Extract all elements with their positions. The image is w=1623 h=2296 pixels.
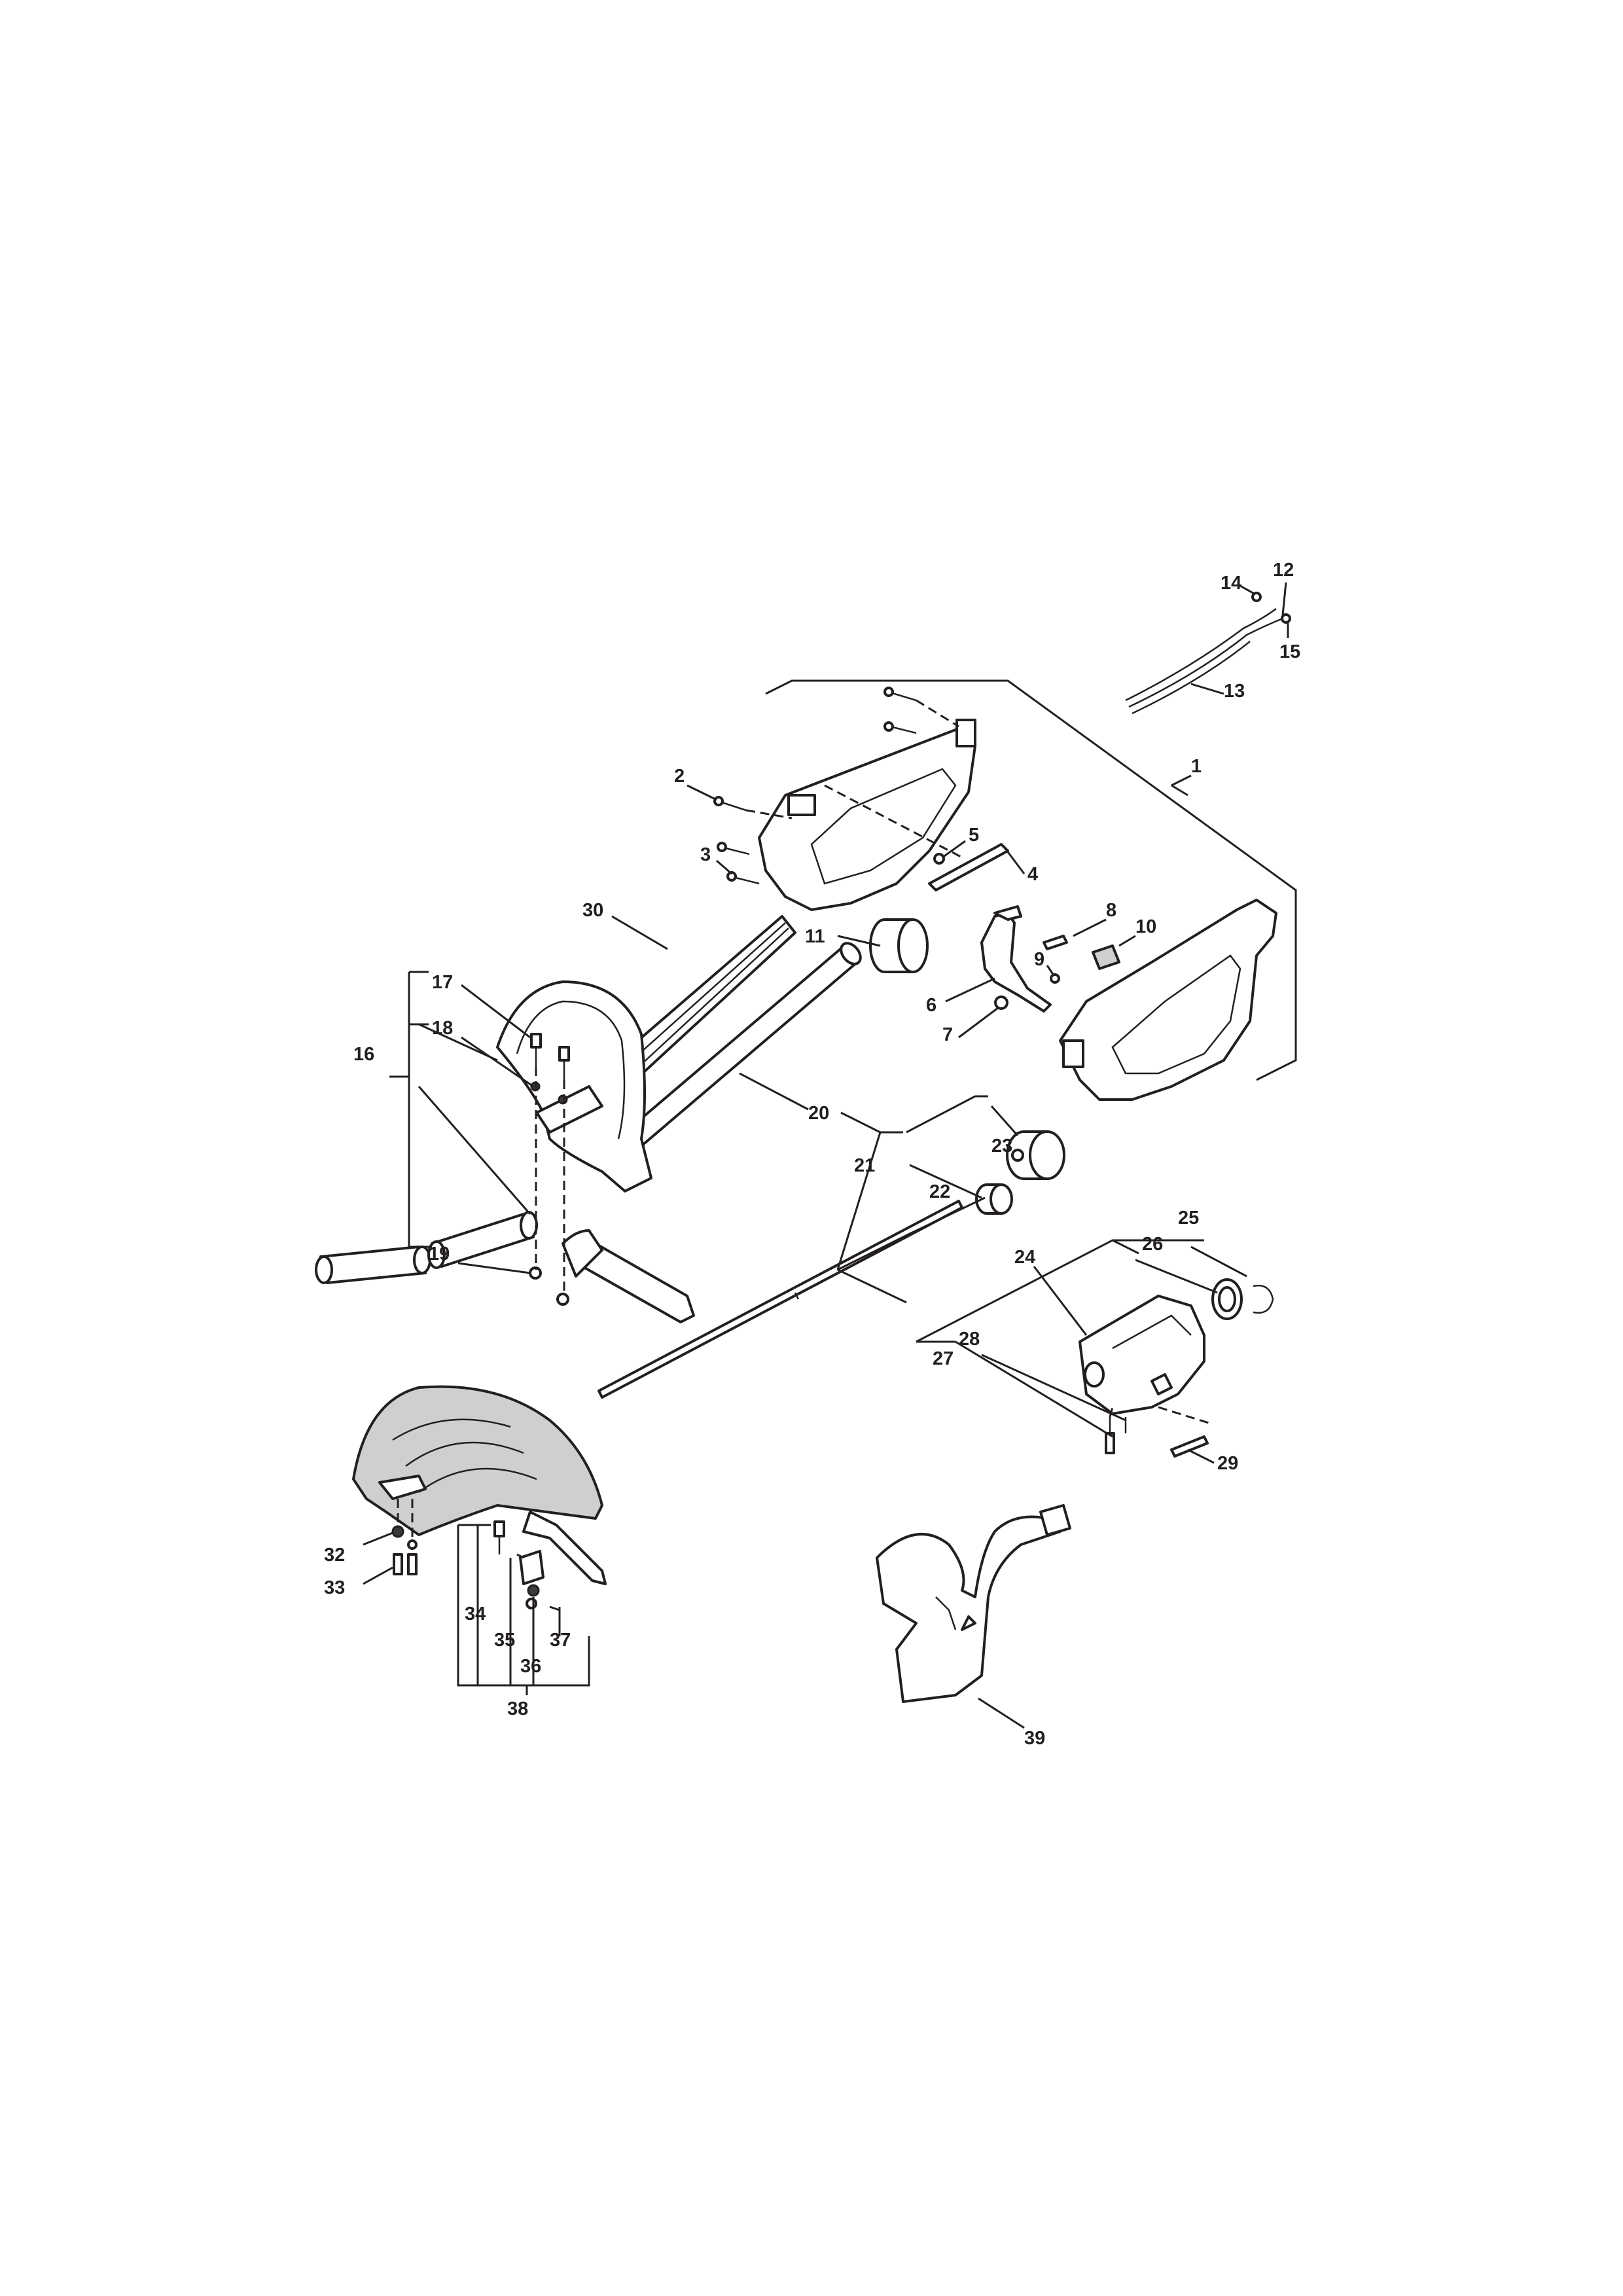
switch-parts — [1043, 935, 1120, 984]
callout-14: 14 — [1221, 573, 1241, 594]
callout-15: 15 — [1279, 641, 1300, 662]
callout-11: 11 — [805, 926, 825, 947]
gear-head-screws — [1105, 1406, 1211, 1458]
rod-and-pin — [928, 843, 1009, 891]
leader-lines — [363, 582, 1289, 1729]
callout-36: 36 — [520, 1656, 541, 1677]
callout-6: 6 — [926, 995, 936, 1016]
drive-tube — [601, 942, 862, 1170]
callout-1: 1 — [1191, 756, 1202, 777]
callout-38: 38 — [507, 1698, 528, 1719]
callout-29: 29 — [1217, 1453, 1238, 1474]
callout-18: 18 — [432, 1018, 453, 1039]
callout-32: 32 — [324, 1545, 345, 1566]
bearing-and-circlip — [1211, 1278, 1274, 1320]
guard-fasteners — [391, 1499, 544, 1609]
callout-35: 35 — [494, 1630, 515, 1651]
callout-22: 22 — [929, 1181, 950, 1202]
callout-28: 28 — [959, 1329, 980, 1350]
cutting-guard — [352, 1385, 607, 1585]
callout-27: 27 — [933, 1348, 954, 1369]
callout-5: 5 — [969, 825, 979, 846]
callout-labels: 1 2 3 4 5 6 7 8 9 10 11 12 13 14 15 16 1… — [324, 560, 1300, 1749]
callout-37: 37 — [550, 1630, 571, 1651]
callout-2: 2 — [674, 766, 685, 787]
callout-33: 33 — [324, 1577, 345, 1598]
callout-25: 25 — [1178, 1208, 1199, 1229]
callout-20: 20 — [808, 1103, 829, 1124]
shoulder-harness — [876, 1504, 1071, 1703]
handle-shell-right — [1059, 899, 1277, 1101]
callout-19: 19 — [429, 1244, 450, 1265]
callout-8: 8 — [1106, 900, 1116, 921]
handle-shell-left — [758, 719, 976, 911]
callout-16: 16 — [353, 1044, 374, 1065]
screws-upper — [713, 687, 963, 885]
callout-34: 34 — [465, 1604, 486, 1624]
loop-handle-screws — [529, 1033, 570, 1306]
handle-assembly-group — [765, 679, 1297, 1081]
callout-10: 10 — [1135, 916, 1156, 937]
callout-39: 39 — [1024, 1728, 1045, 1749]
gear-head — [1079, 1295, 1205, 1415]
lower-tubes — [315, 1211, 538, 1284]
callout-26: 26 — [1142, 1234, 1163, 1255]
callout-7: 7 — [942, 1024, 953, 1045]
callout-4: 4 — [1027, 864, 1038, 885]
callout-17: 17 — [432, 972, 453, 993]
callout-12: 12 — [1273, 560, 1294, 581]
callout-30: 30 — [582, 900, 603, 921]
clutch-parts — [975, 1130, 1065, 1215]
callout-13: 13 — [1224, 681, 1245, 702]
wiring-harness — [1125, 592, 1291, 715]
tube-collar — [869, 918, 929, 973]
callout-21: 21 — [854, 1155, 875, 1176]
callout-3: 3 — [700, 844, 711, 865]
callout-9: 9 — [1034, 949, 1044, 970]
callout-23: 23 — [991, 1136, 1012, 1157]
callout-24: 24 — [1014, 1247, 1035, 1268]
